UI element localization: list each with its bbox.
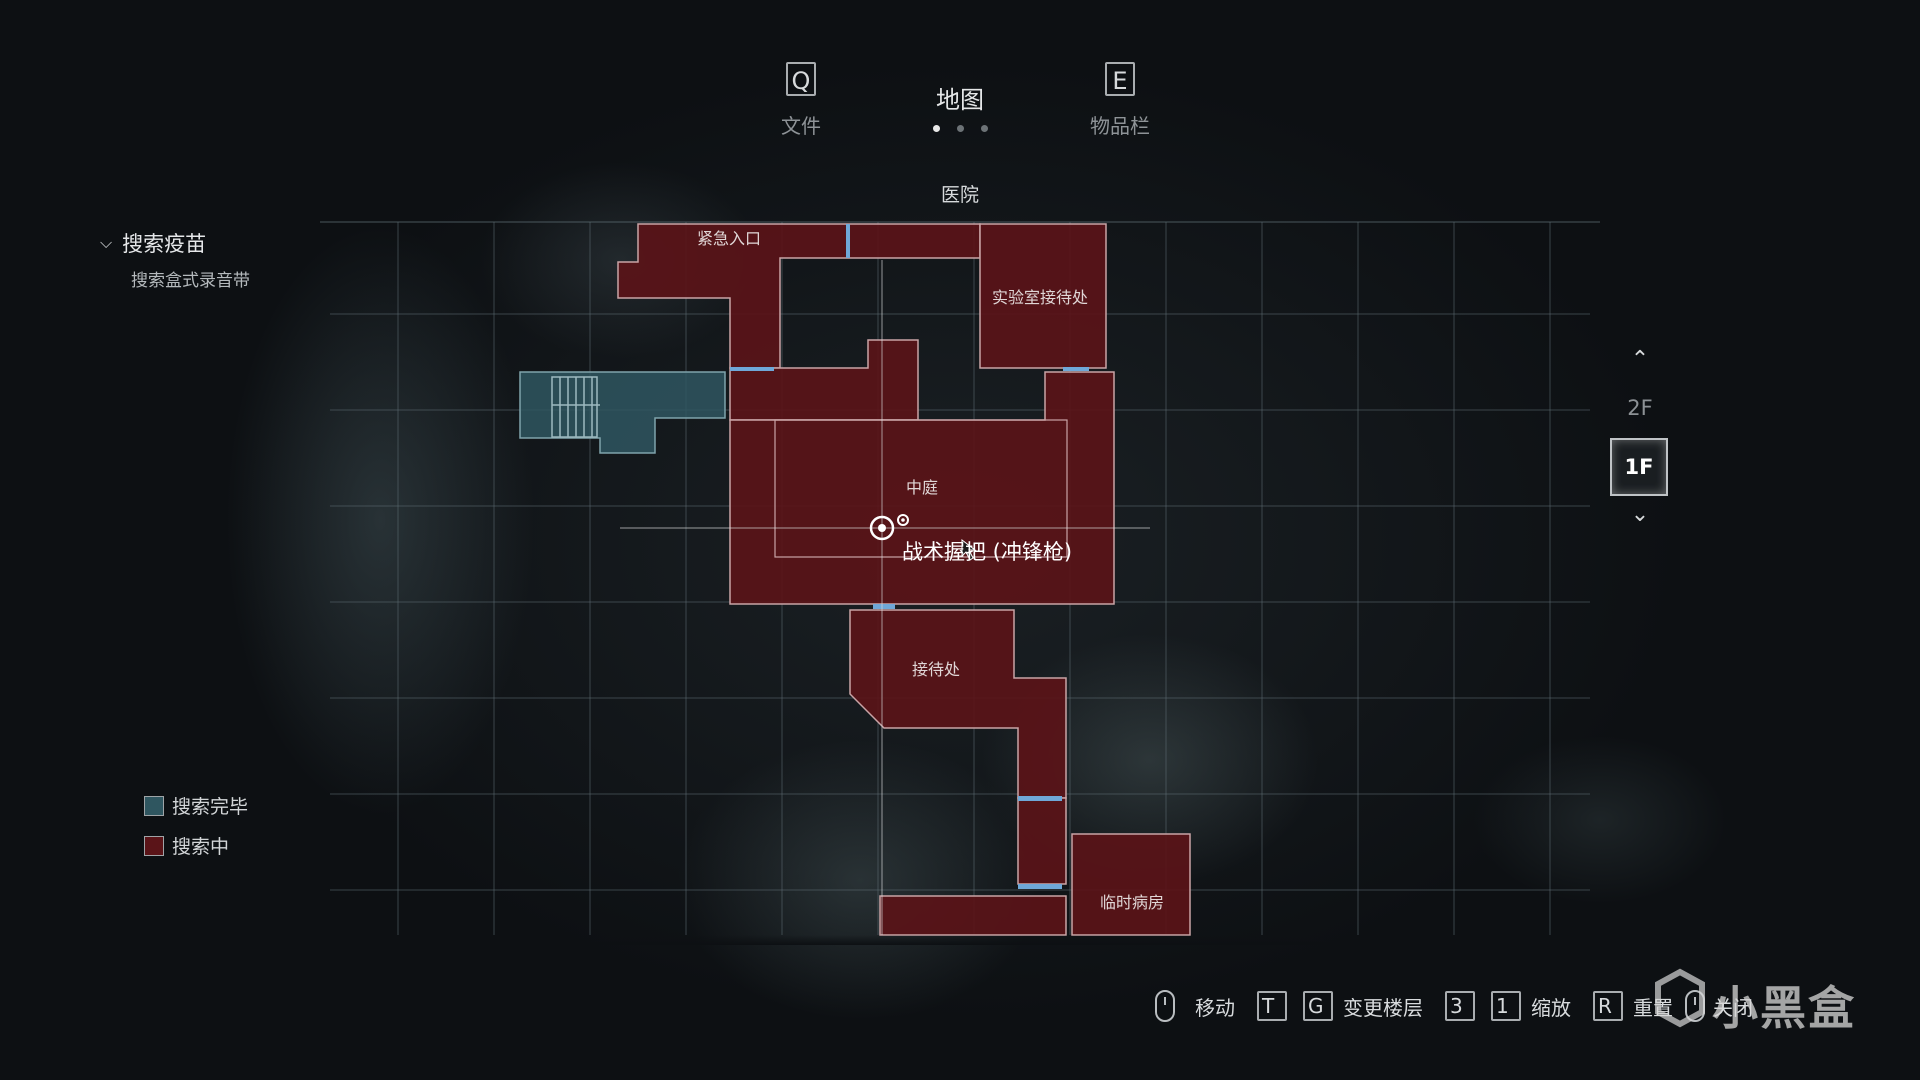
tab-inventory[interactable]: E 物品栏: [1080, 62, 1160, 139]
room-emergency-entrance[interactable]: [617, 223, 981, 369]
tab-files[interactable]: Q 文件: [776, 62, 826, 139]
legend-swatch-searching: [144, 835, 164, 856]
doors: [730, 224, 1089, 889]
legend-searched: 搜索完毕: [144, 792, 248, 819]
watermark-text: 小黑盒: [1712, 981, 1856, 1035]
objective-subtitle: 搜索盒式录音带: [131, 271, 250, 291]
legend-label: 搜索中: [172, 836, 230, 858]
room-corridor-south[interactable]: [1017, 797, 1067, 885]
floor-selector: ⌃ 2F 1F ⌄: [1610, 347, 1670, 527]
player-marker-icon[interactable]: [869, 515, 895, 541]
hint-change-floor: 变更楼层: [1343, 995, 1423, 1020]
legend-label: 搜索完毕: [172, 796, 249, 818]
room-temp-ward[interactable]: [1071, 833, 1191, 936]
item-tooltip: 战术握把 (冲锋枪): [902, 540, 1072, 564]
map-fade: [320, 935, 1620, 945]
page-dot-active: [932, 125, 940, 132]
control-hints: 移动 T G 变更楼层 3 1 缩放 R 重置 关闭: [1155, 990, 1775, 1022]
page-indicator: [910, 125, 1010, 132]
label-temp-ward: 临时病房: [1100, 893, 1164, 912]
gear-icon[interactable]: [897, 514, 909, 526]
tab-map-label: 地图: [936, 86, 984, 114]
tab-map[interactable]: 地图: [910, 80, 1010, 132]
q-key-icon: Q: [786, 62, 816, 96]
room-lab-reception[interactable]: [979, 223, 1107, 369]
tab-files-label: 文件: [781, 114, 821, 138]
room-labels: 紧急入口 实验室接待处 中庭 接待处 临时病房: [697, 229, 1164, 912]
watermark-logo-icon: [1655, 968, 1705, 1028]
courtyard-outline: [774, 419, 1068, 558]
hint-move: 移动: [1195, 995, 1235, 1020]
page-dot: [980, 125, 988, 132]
room-searched-stairs[interactable]: [519, 371, 726, 454]
chevron-down-icon: ⌵: [100, 233, 113, 252]
1-key-icon: 1: [1491, 991, 1521, 1021]
rooms-searching: [617, 223, 1191, 936]
location-title: 医院: [940, 184, 979, 206]
g-key-icon: G: [1303, 991, 1333, 1021]
t-key-icon: T: [1257, 991, 1287, 1021]
stairs-icon: [551, 376, 600, 438]
floor-1f-button[interactable]: 1F: [1610, 438, 1668, 496]
tab-inventory-label: 物品栏: [1090, 114, 1150, 138]
objective-title-row[interactable]: ⌵ 搜索疫苗: [100, 228, 250, 258]
label-reception: 接待处: [912, 660, 960, 679]
cursor-icon: [961, 538, 977, 561]
legend-searching: 搜索中: [144, 832, 248, 859]
page-dot: [956, 125, 964, 132]
3-key-icon: 3: [1445, 991, 1475, 1021]
hint-zoom: 缩放: [1531, 995, 1571, 1020]
chevron-down-icon[interactable]: ⌄: [1630, 502, 1650, 527]
floor-2f-button[interactable]: 2F: [1627, 396, 1653, 420]
map-legend: 搜索完毕 搜索中: [144, 792, 248, 872]
chevron-up-icon[interactable]: ⌃: [1630, 347, 1650, 372]
objective-panel: ⌵ 搜索疫苗 搜索盒式录音带: [100, 228, 250, 291]
r-key-icon: R: [1593, 991, 1623, 1021]
hint-close: 关闭: [1713, 995, 1753, 1020]
legend-swatch-searched: [144, 795, 164, 816]
label-courtyard: 中庭: [906, 478, 938, 497]
e-key-icon: E: [1105, 62, 1135, 96]
room-south-west[interactable]: [879, 895, 1067, 936]
mouse-icon: [1155, 990, 1175, 1022]
label-emergency-entrance: 紧急入口: [697, 229, 761, 248]
label-lab-reception: 实验室接待处: [992, 288, 1088, 307]
objective-title: 搜索疫苗: [122, 232, 207, 256]
